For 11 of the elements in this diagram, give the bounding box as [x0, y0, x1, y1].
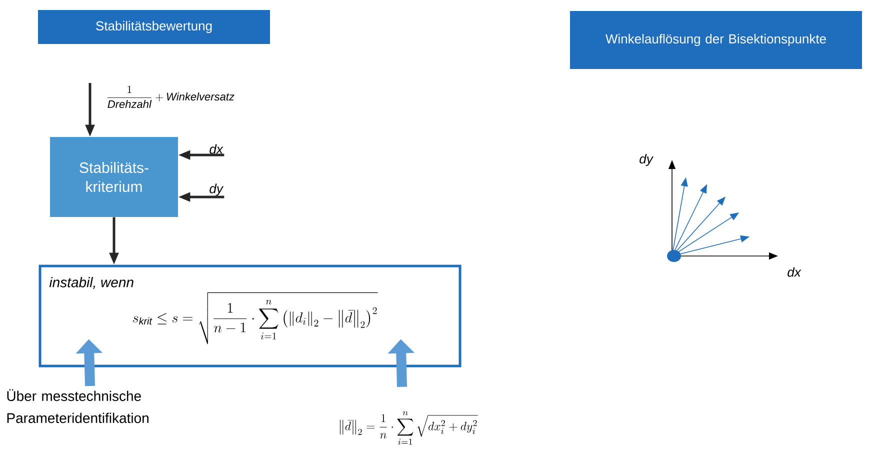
heading-band: Stabilitätsbewertung [38, 10, 270, 44]
process-box: Stabilitäts-kriterium [50, 137, 178, 217]
axis-label: dx [788, 267, 802, 277]
formula-box: instabil, wenn $s_{\mathit{krit}} \le s = \sqrt{\frac{1}{n-1}\cdot\sum_{i=1}^{n}\left(\left\|d_i\right\|_2-\left\|\bar{d}\right\|_2\right)^2}$ [38, 264, 462, 368]
note-text: Über messtechnische Parameteridentifikation [7, 389, 148, 424]
input-label: dx [210, 144, 224, 154]
input-label: dy [210, 184, 224, 196]
formula: $\left\|\bar{d}\right\|_2=\frac{1}{n}\cdot\sum_{i=1}^{n}\sqrt{dx_i^2+dy_i^2}$ [340, 411, 478, 445]
heading-band: Winkelauflösung der Bisektionspunkte [570, 11, 862, 69]
formula: $\frac{1}{\mathit{Drehzahl}}+\mathit{Winkelversatz}$ [107, 86, 234, 108]
axis-label: dy [640, 154, 654, 166]
